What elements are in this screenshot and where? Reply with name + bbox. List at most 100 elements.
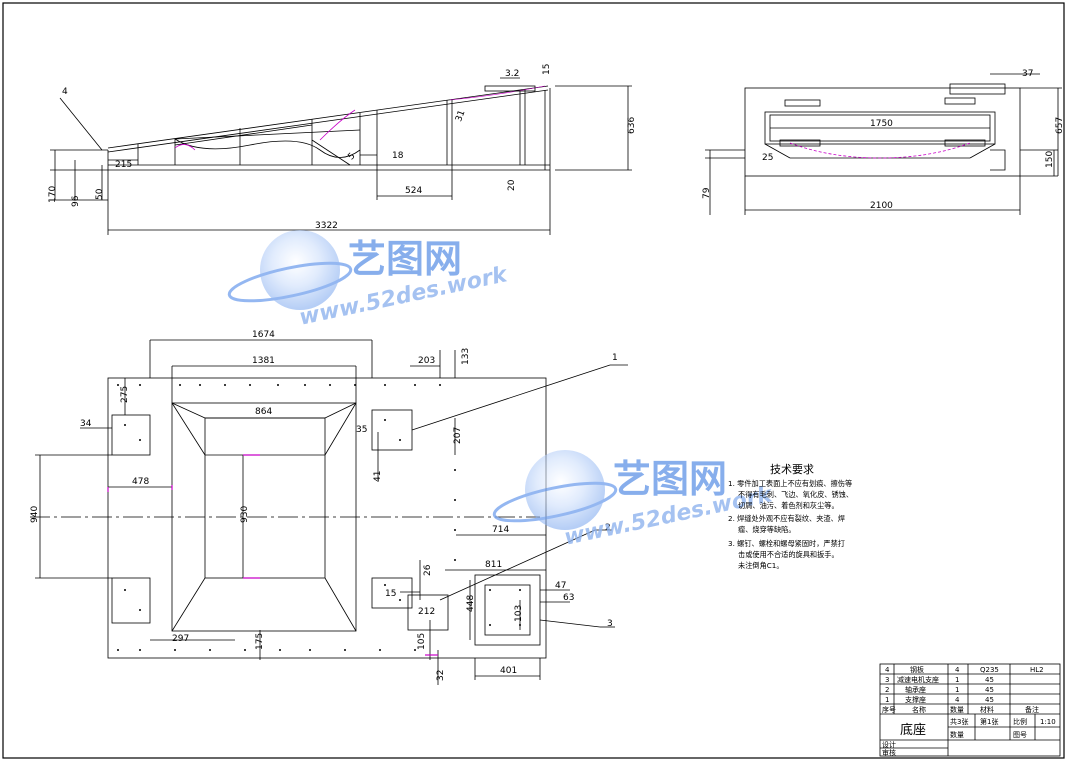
dim-275: 275 — [120, 386, 130, 403]
watermark-brand-2: 艺图网 — [613, 457, 727, 501]
tech-req-line-6: 3. 螺钉、螺栓和螺母紧固时，严禁打 — [728, 539, 845, 548]
plan-holes — [117, 384, 521, 651]
bom-row-4-name: 支撑座 — [905, 695, 926, 704]
bom-row-1-material: Q235 — [980, 666, 999, 674]
side-part-label-4: 4 — [62, 87, 68, 97]
dim-103: 103 — [514, 605, 524, 622]
dim-1381: 1381 — [252, 356, 275, 366]
dim-79: 79 — [702, 187, 712, 199]
dim-448: 448 — [466, 595, 476, 612]
dim-150: 150 — [1045, 151, 1055, 168]
tech-req-line-2: 不得有毛刺、飞边、氧化皮、锈蚀、 — [738, 490, 853, 499]
title-block-title: 底座 — [900, 722, 926, 738]
dim-1674: 1674 — [252, 330, 275, 340]
bom-row-3-name: 轴承座 — [905, 685, 926, 694]
dim-20: 20 — [507, 179, 517, 191]
bom-text: 4 钢板 4 Q235 HL2 3 减速电机支座 1 45 2 轴承座 1 45… — [882, 665, 1056, 757]
tech-req-line-4: 2. 焊缝处外观不应有裂纹、夹渣、焊 — [728, 514, 845, 523]
bom-row-1-name: 钢板 — [910, 665, 924, 674]
title-block-qty-label: 数量 — [950, 730, 964, 739]
dim-940: 940 — [30, 506, 40, 523]
dim-524: 524 — [405, 186, 422, 196]
dim-636: 636 — [627, 117, 637, 134]
side-view-labels: 4 3.2 15 636 31 5 215 18 524 20 170 96 5… — [48, 64, 637, 231]
bom-row-3-qty: 1 — [955, 686, 959, 694]
bom-header-note: 备注 — [1025, 705, 1039, 714]
dim-170: 170 — [48, 186, 58, 203]
side-view — [50, 77, 632, 235]
title-block-scale: 1:10 — [1040, 718, 1056, 726]
dim-401: 401 — [500, 666, 517, 676]
dim-203: 203 — [418, 356, 435, 366]
dim-50: 50 — [95, 188, 105, 200]
dim-175: 175 — [255, 633, 265, 650]
plan-view-labels: 1674 1381 203 133 275 864 34 35 207 41 4… — [30, 330, 618, 681]
tech-req-line-5: 瘤、烧穿等缺陷。 — [738, 525, 796, 534]
dim-15-plan: 15 — [385, 589, 396, 599]
dim-26: 26 — [423, 564, 433, 576]
dim-3322: 3322 — [315, 221, 338, 231]
end-view — [705, 73, 1062, 215]
dim-1750: 1750 — [870, 119, 893, 129]
dim-2100: 2100 — [870, 201, 893, 211]
end-view-labels: 37 657 1750 25 150 79 2100 — [702, 69, 1065, 211]
dim-34: 34 — [80, 419, 92, 429]
plan-magenta-marks — [107, 454, 438, 656]
bom-row-2-no: 3 — [885, 676, 889, 684]
tech-req-line-7: 击或使用不合适的旋具和扳手。 — [738, 550, 839, 559]
dim-32: 32 — [436, 670, 446, 681]
bom-row-4-material: 45 — [985, 696, 994, 704]
title-block-sheet: 第1张 — [980, 717, 998, 726]
dim-714: 714 — [492, 525, 509, 535]
dim-35: 35 — [356, 425, 367, 435]
dim-41: 41 — [373, 471, 383, 482]
title-block-sheets: 共3张 — [950, 717, 968, 726]
tech-req-line-8: 未注倒角C1。 — [738, 561, 784, 570]
dim-31: 31 — [454, 109, 467, 123]
bom-header-qty: 数量 — [950, 705, 964, 714]
dim-5: 5 — [346, 151, 357, 162]
dim-297: 297 — [172, 634, 189, 644]
dim-37: 37 — [1022, 69, 1033, 79]
bom-row-3-no: 2 — [885, 686, 889, 694]
bom-row-1-note: HL2 — [1030, 666, 1044, 674]
title-block-reviewer: 审核 — [882, 748, 896, 757]
dim-18: 18 — [392, 151, 404, 161]
bom-row-1-no: 4 — [885, 666, 890, 674]
bom-row-2-material: 45 — [985, 676, 994, 684]
bom-header-name: 名称 — [912, 705, 926, 714]
callout-1: 1 — [612, 353, 618, 363]
dim-930: 930 — [240, 506, 250, 523]
dim-133: 133 — [461, 348, 471, 365]
dim-657: 657 — [1055, 117, 1065, 134]
bom-row-1-qty: 4 — [955, 666, 960, 674]
tech-req-line-3: 切屑、油污、着色剂和灰尘等。 — [738, 501, 839, 510]
dim-811: 811 — [485, 560, 502, 570]
tech-req-line-1: 1. 零件加工表面上不应有划痕、擦伤等 — [728, 479, 852, 488]
dim-96: 96 — [71, 195, 81, 207]
dim-478: 478 — [132, 477, 149, 487]
dim-215: 215 — [115, 160, 132, 170]
bom-row-3-material: 45 — [985, 686, 994, 694]
bom-row-2-qty: 1 — [955, 676, 959, 684]
dim-15: 15 — [542, 64, 552, 75]
dim-864: 864 — [255, 407, 272, 417]
dim-105: 105 — [417, 633, 427, 650]
watermark-2: 艺图网 www.52des.work — [492, 450, 776, 551]
dim-25: 25 — [762, 153, 773, 163]
plan-view — [30, 339, 628, 685]
technical-requirements: 技术要求 1. 零件加工表面上不应有划痕、擦伤等 不得有毛刺、飞边、氧化皮、锈蚀… — [728, 463, 853, 570]
dim-207: 207 — [453, 427, 463, 444]
bom-row-4-no: 1 — [885, 696, 889, 704]
callout-3: 3 — [607, 619, 613, 629]
bom-row-4-qty: 4 — [955, 696, 960, 704]
dim-3.2: 3.2 — [505, 69, 519, 79]
bom-header-no: 序号 — [882, 705, 896, 714]
dim-63: 63 — [563, 593, 574, 603]
bom-header-material: 材料 — [980, 705, 994, 714]
dim-47: 47 — [555, 581, 566, 591]
dim-212: 212 — [418, 607, 435, 617]
title-block — [879, 663, 1061, 757]
